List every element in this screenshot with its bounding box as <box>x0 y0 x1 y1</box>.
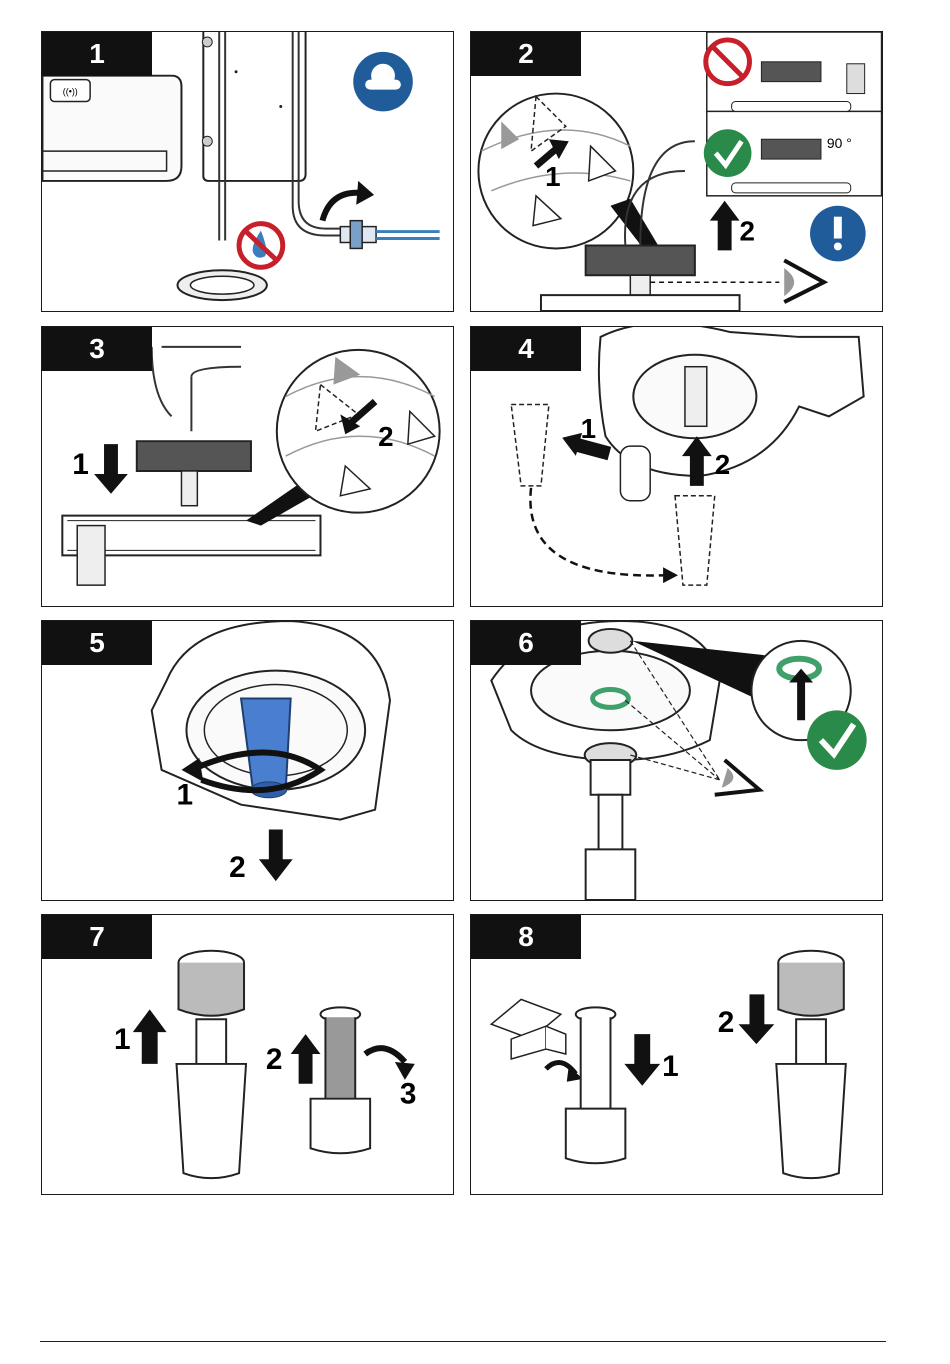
step-7-callout-1: 1 <box>114 1023 131 1056</box>
step-7-number: 7 <box>42 915 152 959</box>
step-6-number: 6 <box>471 621 581 665</box>
step-5-callout-2: 2 <box>229 851 246 884</box>
checkmark-icon <box>807 710 867 770</box>
step-8-panel: 8 1 2 <box>470 914 883 1195</box>
no-water-drop-icon <box>239 224 283 268</box>
goggles-icon <box>353 52 413 112</box>
step-7-panel: 7 1 2 3 <box>41 914 454 1195</box>
step-2-angle-label: 90 ° <box>827 135 852 151</box>
footer-divider <box>40 1341 886 1342</box>
step-2-callout-2: 2 <box>740 216 755 247</box>
step-8-callout-1: 1 <box>662 1050 679 1083</box>
step-4-panel: 4 1 2 <box>470 326 883 607</box>
step-2-number: 2 <box>471 32 581 76</box>
step-3-number: 3 <box>42 327 152 371</box>
exclamation-icon <box>810 206 866 262</box>
svg-text:((•)): ((•)) <box>63 87 78 97</box>
step-3-panel: 3 1 2 <box>41 326 454 607</box>
step-4-callout-1: 1 <box>581 413 596 444</box>
step-2-panel: 2 1 2 90 ° <box>470 31 883 312</box>
step-5-panel: 5 1 2 <box>41 620 454 901</box>
step-3-callout-2: 2 <box>378 421 393 452</box>
step-3-callout-1: 1 <box>72 448 89 481</box>
eye-inspect-icon <box>715 760 760 795</box>
step-1-number: 1 <box>42 32 152 76</box>
step-2-callout-1: 1 <box>545 161 560 192</box>
step-8-number: 8 <box>471 915 581 959</box>
step-6-panel: 6 <box>470 620 883 901</box>
step-4-callout-2: 2 <box>715 449 730 480</box>
step-7-callout-3: 3 <box>400 1078 417 1111</box>
step-4-number: 4 <box>471 327 581 371</box>
prohibited-icon <box>706 40 750 84</box>
eye-inspect-icon <box>784 260 824 302</box>
step-5-number: 5 <box>42 621 152 665</box>
step-1-panel: 1 ((•)) <box>41 31 454 312</box>
step-7-callout-2: 2 <box>266 1043 283 1076</box>
checkmark-icon <box>704 129 752 177</box>
step-5-callout-1: 1 <box>177 779 194 812</box>
step-8-callout-2: 2 <box>718 1006 735 1039</box>
